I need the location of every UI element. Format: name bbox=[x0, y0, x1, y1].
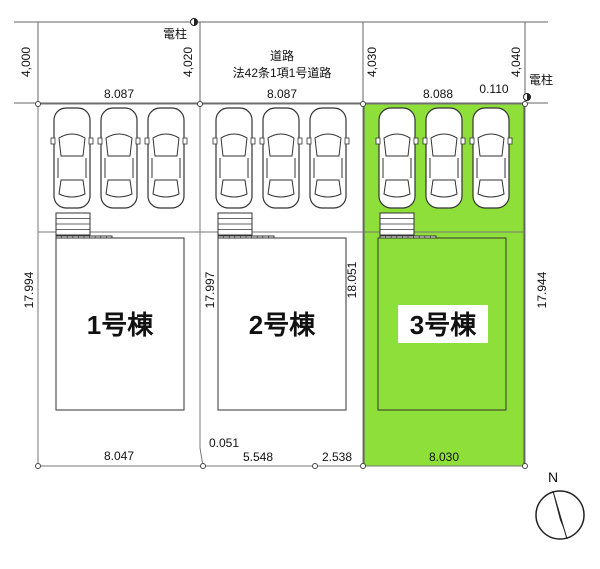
utility-pole-1-label: 電柱 bbox=[163, 26, 187, 41]
building-2-label: 2号棟 bbox=[249, 310, 316, 340]
rear-dim-2: 0.051 bbox=[209, 436, 239, 450]
road-width-1: 4,000 bbox=[19, 47, 33, 77]
car-icon bbox=[50, 107, 94, 209]
car-icon bbox=[212, 107, 256, 209]
rear-dim-1: 8.047 bbox=[104, 449, 134, 463]
frontage-dim-1: 8.087 bbox=[104, 87, 134, 101]
car-icon bbox=[422, 107, 466, 209]
depth-dim-1: 17.994 bbox=[22, 271, 36, 308]
car-icon bbox=[469, 107, 513, 209]
rear-dim-5: 8.030 bbox=[429, 450, 459, 464]
compass-north-label: N bbox=[548, 469, 558, 485]
car-icon bbox=[306, 107, 350, 209]
building-1-label: 1号棟 bbox=[87, 310, 154, 340]
depth-dim-3: 18.051 bbox=[345, 261, 359, 298]
lot-boundaries bbox=[37, 103, 526, 467]
car-icon bbox=[259, 107, 303, 209]
road-title: 道路 bbox=[270, 48, 294, 63]
utility-pole-2-label: 電柱 bbox=[529, 72, 553, 87]
building-3-label: 3号棟 bbox=[410, 310, 477, 340]
building-2-footprint bbox=[217, 237, 347, 411]
road-width-2: 4,020 bbox=[181, 47, 195, 77]
north-arrow-icon: N bbox=[535, 469, 585, 540]
boundary-markers bbox=[35, 101, 528, 469]
frontage-dim-4: 0.110 bbox=[479, 82, 508, 96]
road-width-4: 4,040 bbox=[509, 47, 523, 77]
parking-cars bbox=[50, 107, 513, 209]
depth-dim-4: 17.944 bbox=[535, 271, 549, 308]
rear-dim-4: 2.538 bbox=[322, 450, 352, 464]
road-width-3: 4,030 bbox=[365, 47, 379, 77]
building-3-label-bg bbox=[398, 305, 488, 343]
frontage-dim-3: 8.088 bbox=[423, 87, 453, 101]
frontage-dim-2: 8.087 bbox=[267, 87, 297, 101]
rear-dim-3: 5.548 bbox=[243, 450, 273, 464]
building-1-footprint bbox=[55, 237, 185, 411]
car-icon bbox=[97, 107, 141, 209]
road-area bbox=[14, 21, 548, 104]
car-icon bbox=[144, 107, 188, 209]
car-icon bbox=[375, 107, 419, 209]
depth-dim-2: 17.997 bbox=[203, 271, 217, 308]
road-subtitle: 法42条1項1号道路 bbox=[233, 65, 332, 80]
